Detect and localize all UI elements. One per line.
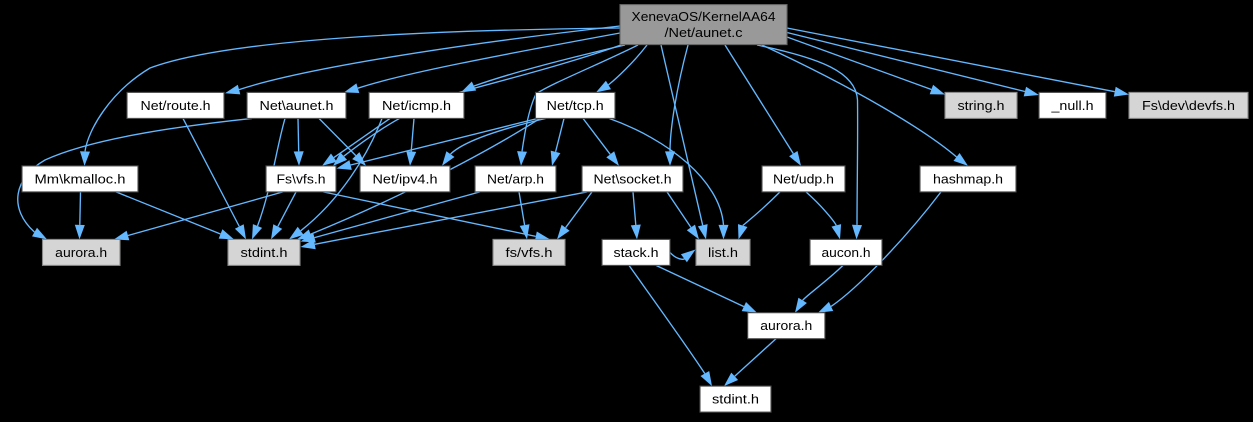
svg-text:fs/vfs.h: fs/vfs.h bbox=[506, 245, 553, 260]
svg-text:Net\socket.h: Net\socket.h bbox=[594, 171, 672, 186]
svg-text:Fs\vfs.h: Fs\vfs.h bbox=[277, 171, 326, 186]
svg-text:stdint.h: stdint.h bbox=[241, 245, 288, 260]
svg-text:Mm\kmalloc.h: Mm\kmalloc.h bbox=[35, 171, 126, 186]
svg-text:Net/udp.h: Net/udp.h bbox=[773, 171, 834, 186]
svg-text:Fs\dev\devfs.h: Fs\dev\devfs.h bbox=[1142, 98, 1235, 113]
svg-text:XenevaOS/KernelAA64: XenevaOS/KernelAA64 bbox=[632, 9, 776, 24]
svg-text:stack.h: stack.h bbox=[614, 245, 659, 260]
svg-text:/Net/aunet.c: /Net/aunet.c bbox=[665, 25, 743, 40]
svg-text:hashmap.h: hashmap.h bbox=[933, 171, 1003, 186]
svg-text:aurora.h: aurora.h bbox=[55, 245, 107, 260]
svg-text:list.h: list.h bbox=[708, 245, 738, 260]
svg-text:Net/tcp.h: Net/tcp.h bbox=[547, 98, 604, 113]
svg-text:Net/icmp.h: Net/icmp.h bbox=[382, 98, 451, 113]
svg-text:aurora.h: aurora.h bbox=[760, 318, 812, 333]
svg-text:Net/arp.h: Net/arp.h bbox=[487, 171, 544, 186]
svg-text:Net/route.h: Net/route.h bbox=[141, 98, 211, 113]
svg-text:_null.h: _null.h bbox=[1050, 98, 1093, 113]
svg-text:Net/ipv4.h: Net/ipv4.h bbox=[373, 171, 438, 186]
svg-text:aucon.h: aucon.h bbox=[822, 245, 871, 260]
svg-text:stdint.h: stdint.h bbox=[712, 392, 759, 407]
svg-text:Net\aunet.h: Net\aunet.h bbox=[260, 98, 334, 113]
svg-text:string.h: string.h bbox=[958, 98, 1005, 113]
